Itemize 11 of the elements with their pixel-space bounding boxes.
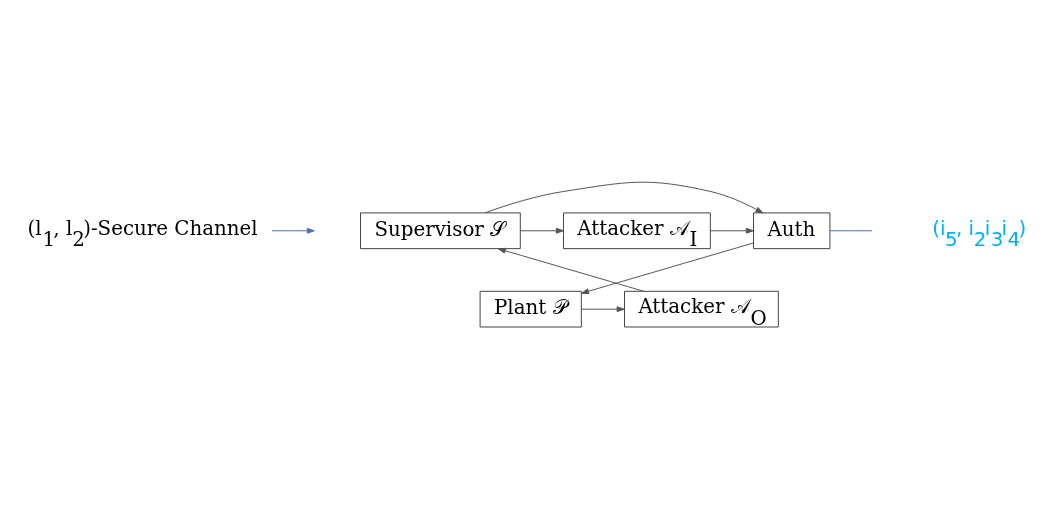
arrow bbox=[580, 306, 625, 313]
arrow bbox=[484, 181, 764, 214]
arrow bbox=[709, 227, 754, 234]
arrow bbox=[497, 247, 645, 292]
arrow bbox=[520, 227, 564, 234]
node-box: Plant 𝒫 bbox=[479, 290, 582, 328]
connector bbox=[829, 230, 873, 232]
node-box: Supervisor 𝒮 bbox=[360, 212, 521, 250]
node-box: Auth bbox=[753, 212, 831, 250]
arrow bbox=[271, 227, 315, 234]
arrow bbox=[581, 242, 754, 295]
